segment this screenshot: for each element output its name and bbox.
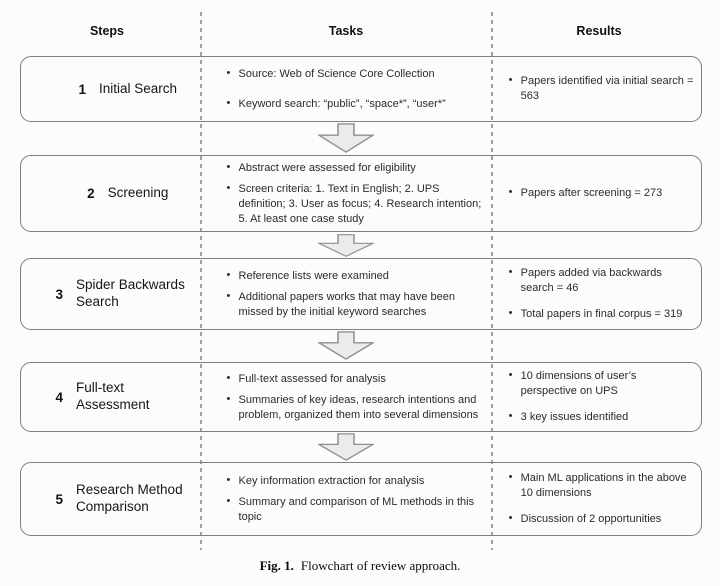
step-cell: 1 Initial Search: [21, 57, 201, 121]
step-number: 2: [87, 186, 95, 201]
result-item: 3 key issues identified: [508, 409, 695, 425]
task-list: Source: Web of Science Core Collection K…: [201, 57, 492, 121]
step-number: 4: [55, 389, 64, 405]
task-item: Source: Web of Science Core Collection: [226, 66, 486, 82]
header-tasks: Tasks: [328, 24, 364, 38]
task-item: Screen criteria: 1. Text in English; 2. …: [226, 181, 486, 226]
task-list: Reference lists were examined Additional…: [201, 259, 492, 329]
task-list: Key information extraction for analysis …: [201, 463, 492, 535]
flow-row-5: 5 Research Method Comparison Key informa…: [20, 462, 702, 536]
step-cell: 2 Screening: [21, 156, 201, 231]
result-item: Main ML applications in the above 10 dim…: [508, 470, 695, 500]
flow-row-1: 1 Initial Search Source: Web of Science …: [20, 56, 702, 122]
step-label: Initial Search: [98, 80, 178, 96]
figure-caption: Fig. 1. Flowchart of review approach.: [0, 558, 720, 574]
step-cell: 3 Spider Backwards Search: [21, 259, 201, 329]
result-item: 10 dimensions of user’s perspective on U…: [508, 368, 695, 398]
result-item: Discussion of 2 opportunities: [508, 511, 695, 527]
down-arrow-icon: [318, 234, 374, 257]
result-list: Papers after screening = 273: [492, 156, 701, 231]
down-arrow-icon: [318, 331, 374, 360]
header-results: Results: [576, 24, 622, 38]
step-label: Full-text Assessment: [76, 380, 150, 412]
result-list: Main ML applications in the above 10 dim…: [492, 463, 701, 535]
column-divider-right: [491, 12, 493, 550]
down-arrow-icon: [318, 433, 374, 461]
step-cell: 5 Research Method Comparison: [21, 463, 201, 535]
column-divider-left: [200, 12, 202, 550]
figure-caption-label: Fig. 1.: [259, 558, 294, 573]
figure-caption-text: Flowchart of review approach.: [300, 558, 461, 573]
task-item: Key information extraction for analysis: [226, 473, 486, 489]
step-number: 5: [55, 491, 64, 507]
header-steps: Steps: [89, 24, 125, 38]
step-number: 3: [55, 286, 64, 302]
step-label: Research Method Comparison: [76, 482, 183, 514]
task-list: Abstract were assessed for eligibility S…: [201, 156, 492, 231]
result-list: Papers added via backwards search = 46 T…: [492, 259, 701, 329]
task-list: Full-text assessed for analysis Summarie…: [201, 363, 492, 431]
task-item: Keyword search: “public”, “space*”, “use…: [226, 96, 486, 112]
result-item: Papers after screening = 273: [508, 185, 695, 201]
step-label: Spider Backwards Search: [76, 277, 185, 309]
result-list: Papers identified via initial search = 5…: [492, 57, 701, 121]
task-item: Full-text assessed for analysis: [226, 371, 486, 387]
flow-row-3: 3 Spider Backwards Search Reference list…: [20, 258, 702, 330]
result-list: 10 dimensions of user’s perspective on U…: [492, 363, 701, 431]
result-item: Papers added via backwards search = 46: [508, 265, 695, 295]
result-item: Papers identified via initial search = 5…: [508, 73, 695, 103]
flow-row-4: 4 Full-text Assessment Full-text assesse…: [20, 362, 702, 432]
task-item: Additional papers works that may have be…: [226, 289, 486, 319]
step-number: 1: [78, 81, 86, 97]
down-arrow-icon: [318, 123, 374, 153]
flow-row-2: 2 Screening Abstract were assessed for e…: [20, 155, 702, 232]
step-label: Screening: [107, 185, 169, 201]
task-item: Summary and comparison of ML methods in …: [226, 494, 486, 524]
result-item: Total papers in final corpus = 319: [508, 306, 695, 322]
task-item: Reference lists were examined: [226, 268, 486, 284]
task-item: Summaries of key ideas, research intenti…: [226, 392, 486, 422]
step-cell: 4 Full-text Assessment: [21, 363, 201, 431]
task-item: Abstract were assessed for eligibility: [226, 160, 486, 176]
